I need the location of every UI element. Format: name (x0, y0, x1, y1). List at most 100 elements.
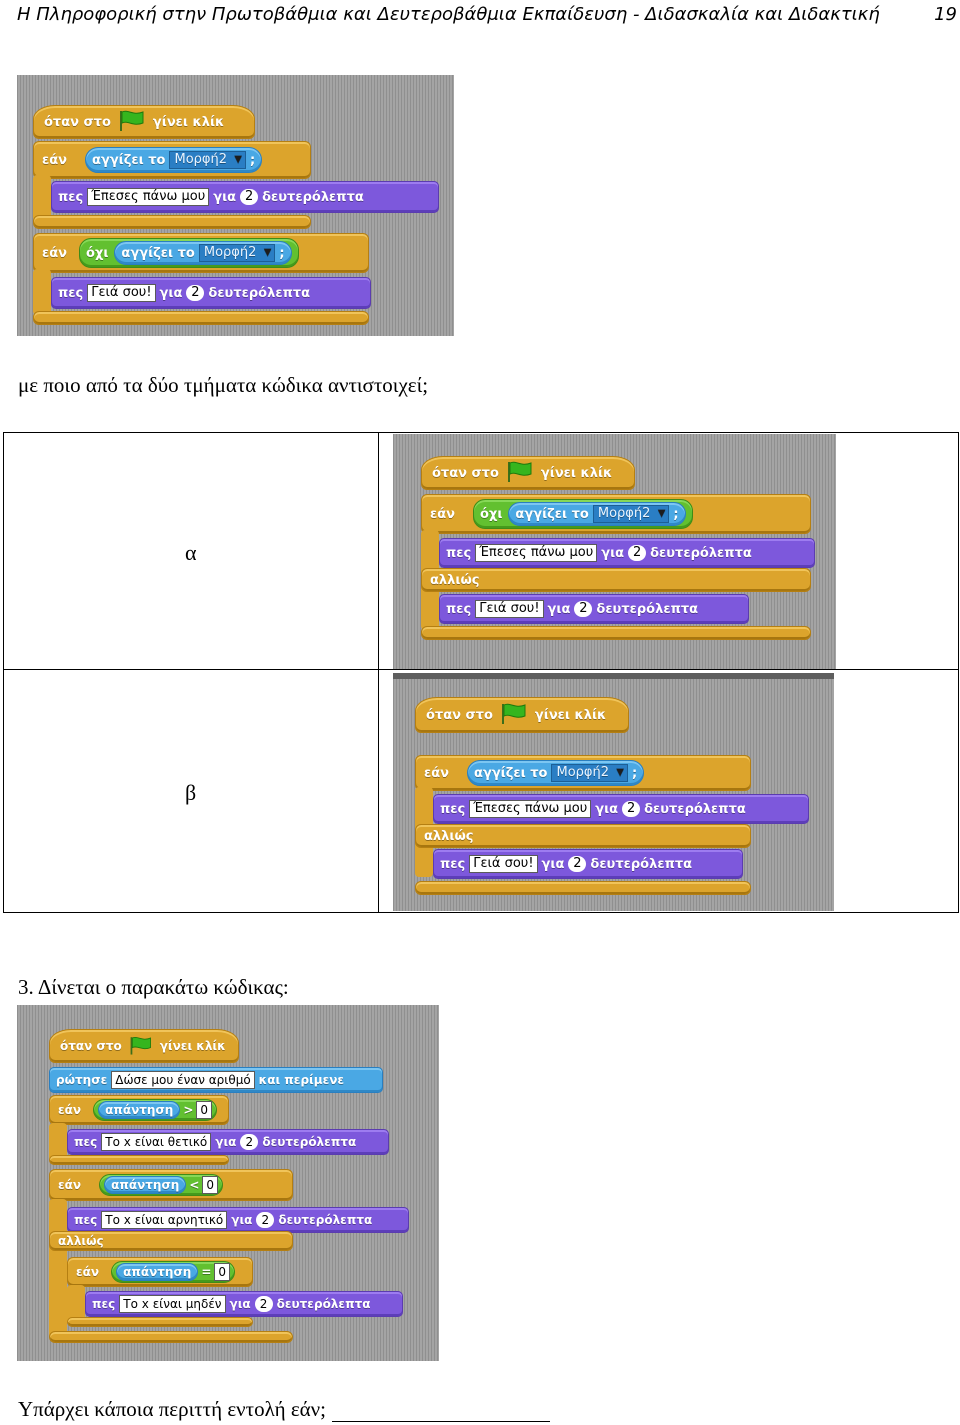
sprite-dropdown: Μορφή2 (198, 244, 276, 262)
hat-label: όταν στο (60, 1039, 122, 1053)
compare-op: = (201, 1265, 212, 1279)
if-else-block: εάν απάντηση < 0 (49, 1169, 293, 1201)
section-3-title: 3. Δίνεται ο παρακάτω κώδικας: (18, 975, 289, 999)
ask-wait-label: και περίμενε (258, 1073, 345, 1087)
scratch-figure-3: όταν στο γίνει κλίκ ρώτησε Δώσε μου έναν… (17, 1005, 439, 1361)
say-message-field: Γειά σου! (87, 284, 156, 302)
scratch-figure-a: όταν στο γίνει κλίκ εάν όχι αγγίζει το Μ… (393, 434, 836, 669)
if-label: εάν (58, 1103, 82, 1117)
say-seconds-label: δευτερόλεπτα (278, 1213, 373, 1227)
hat-label: όταν στο (426, 707, 493, 723)
if-block: εάν όχι αγγίζει το Μορφή2 ; (33, 233, 369, 273)
if-label: εάν (42, 152, 68, 168)
say-label: πες (58, 189, 84, 205)
hat-clicked-label: γίνει κλίκ (534, 707, 607, 723)
answer-label: απάντηση (111, 1178, 180, 1192)
touching-label: αγγίζει το (474, 765, 548, 781)
answer-label: απάντηση (123, 1265, 192, 1279)
say-message-field: Γειά σου! (469, 855, 538, 873)
say-block: πες Γειά σου! για 2 δευτερόλεπτα (439, 594, 749, 624)
when-flag-hat-block: όταν στο γίνει κλίκ (421, 456, 635, 490)
say-seconds-field: 2 (240, 1134, 259, 1150)
say-label: πες (440, 801, 466, 817)
say-block: πες Έπεσες πάνω μου για 2 δευτερόλεπτα (433, 794, 809, 824)
if-block-bottom (67, 1317, 253, 1327)
ask-label: ρώτησε (56, 1073, 108, 1087)
if-label: εάν (430, 506, 456, 522)
say-message-field: Γειά σου! (475, 600, 544, 618)
say-block: πες Γειά σου! για 2 δευτερόλεπτα (51, 277, 371, 309)
say-for-label: για (601, 545, 625, 561)
row-label-b: β (185, 780, 197, 805)
if-label: εάν (58, 1178, 82, 1192)
hat-label: όταν στο (432, 465, 499, 481)
say-seconds-label: δευτερόλεπτα (262, 1135, 357, 1149)
if-block-bottom (415, 881, 751, 895)
say-label: πες (446, 601, 472, 617)
say-block: πες Έπεσες πάνω μου για 2 δευτερόλεπτα (51, 181, 439, 213)
touching-qmark: ; (673, 506, 679, 522)
say-seconds-label: δευτερόλεπτα (596, 601, 699, 617)
answer-reporter: απάντηση (98, 1101, 181, 1119)
if-block: εάν απάντηση > 0 (49, 1095, 229, 1125)
else-label-bar: αλλιώς (421, 568, 811, 592)
answer-reporter: απάντηση (116, 1263, 199, 1281)
ask-message-field: Δώσε μου έναν αριθμό (111, 1071, 255, 1089)
compare-op: < (189, 1178, 200, 1192)
if-else-block: εάν αγγίζει το Μορφή2 ; (415, 755, 751, 791)
when-flag-hat-block: όταν στο γίνει κλίκ (415, 697, 629, 733)
say-seconds-field: 2 (254, 1296, 273, 1312)
say-block: πες Το x είναι μηδέν για 2 δευτερόλεπτα (85, 1291, 403, 1317)
say-label: πες (74, 1213, 98, 1227)
hat-clicked-label: γίνει κλίκ (152, 114, 225, 130)
sprite-dropdown: Μορφή2 (592, 505, 670, 523)
say-message-field: Το x είναι μηδέν (119, 1295, 226, 1313)
if-label: εάν (42, 245, 68, 261)
say-message-field: Το x είναι αρνητικό (101, 1211, 228, 1229)
hat-label: όταν στο (44, 114, 111, 130)
say-for-label: για (547, 601, 571, 617)
else-label: αλλιώς (430, 572, 480, 588)
say-block: πες Το x είναι θετικό για 2 δευτερόλεπτα (67, 1129, 389, 1155)
say-label: πες (58, 285, 84, 301)
say-label: πες (74, 1135, 98, 1149)
touching-label: αγγίζει το (121, 245, 195, 261)
not-operator: όχι αγγίζει το Μορφή2 ; (473, 499, 693, 529)
say-label: πες (446, 545, 472, 561)
when-flag-hat-block: όταν στο γίνει κλίκ (33, 105, 255, 139)
say-seconds-field: 2 (574, 601, 593, 617)
not-label: όχι (86, 245, 109, 261)
if-else-block: εάν όχι αγγίζει το Μορφή2 ; (421, 494, 811, 534)
sprite-dropdown: Μορφή2 (169, 151, 246, 169)
else-label: αλλιώς (58, 1234, 104, 1248)
say-message-field: Το x είναι θετικό (101, 1133, 212, 1151)
say-seconds-label: δευτερόλεπτα (276, 1297, 371, 1311)
touching-qmark: ; (250, 152, 256, 168)
final-question-text: Υπάρχει κάποια περιττή εντολή εάν; (18, 1397, 326, 1421)
say-label: πες (440, 856, 466, 872)
say-for-label: για (159, 285, 183, 301)
say-for-label: για (213, 189, 237, 205)
compare-operator: απάντηση = 0 (111, 1261, 236, 1283)
touching-label: αγγίζει το (515, 506, 589, 522)
green-flag-icon (128, 1035, 154, 1058)
question-text: με ποιο από τα δύο τμήματα κώδικα αντιστ… (18, 373, 429, 397)
if-block-bottom (49, 1155, 229, 1165)
not-operator: όχι αγγίζει το Μορφή2 ; (79, 238, 299, 268)
when-flag-hat-block: όταν στο γίνει κλίκ (49, 1029, 239, 1063)
if-label: εάν (424, 765, 450, 781)
if-block-bottom (33, 311, 369, 325)
if-label: εάν (76, 1265, 100, 1279)
touching-sensor: αγγίζει το Μορφή2 ; (467, 760, 645, 786)
compare-value-field: 0 (196, 1101, 213, 1119)
say-block: πες Έπεσες πάνω μου για 2 δευτερόλεπτα (439, 538, 815, 568)
if-block-bottom (421, 626, 811, 640)
sprite-dropdown: Μορφή2 (551, 764, 628, 782)
say-block: πες Γειά σου! για 2 δευτερόλεπτα (433, 849, 743, 879)
else-label-bar: αλλιώς (415, 824, 751, 848)
ask-and-wait-block: ρώτησε Δώσε μου έναν αριθμό και περίμενε (49, 1067, 383, 1093)
compare-value-field: 0 (202, 1176, 219, 1194)
say-label: πες (92, 1297, 116, 1311)
answer-blank[interactable] (332, 1403, 550, 1422)
green-flag-icon (117, 109, 147, 135)
